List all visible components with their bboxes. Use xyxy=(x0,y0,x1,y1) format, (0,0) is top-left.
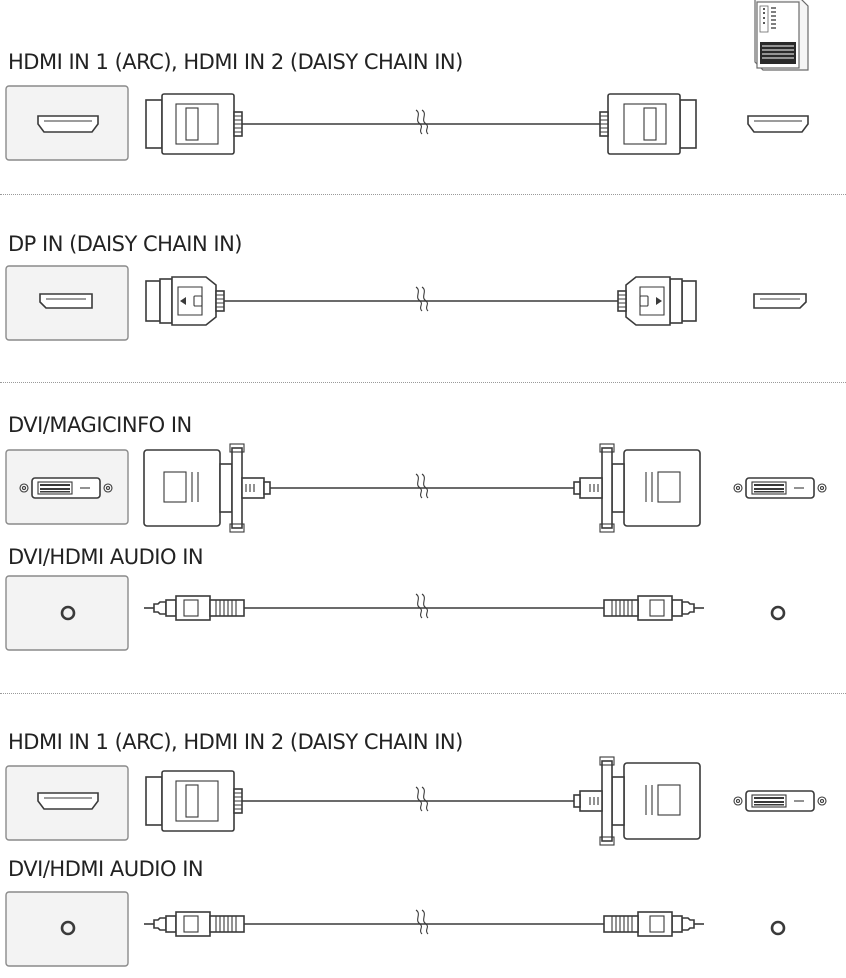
audio-jack-icon xyxy=(770,920,786,936)
dvi-plug-right-icon xyxy=(573,443,701,533)
section-label-dp: DP IN (DAISY CHAIN IN) xyxy=(8,232,242,256)
audio-plug-right-icon xyxy=(603,595,705,621)
divider-3 xyxy=(0,693,846,694)
dp-plug-right-icon xyxy=(617,276,697,326)
displayport-icon xyxy=(753,293,807,309)
dvi-port-icon xyxy=(733,477,827,499)
cable-break-icon xyxy=(415,473,429,499)
cable-break-icon xyxy=(415,909,429,935)
audio-jack-icon xyxy=(770,605,786,621)
displayport-icon xyxy=(39,293,93,309)
hdmi-port-icon xyxy=(37,115,99,133)
dvi-port-icon xyxy=(19,477,113,499)
audio-port-box-2 xyxy=(5,891,129,967)
audio-plug-right-icon xyxy=(603,911,705,937)
audio-plug-left-icon xyxy=(143,595,245,621)
hdmi-plug-left-icon xyxy=(145,770,243,832)
section-label-audio-1: DVI/HDMI AUDIO IN xyxy=(8,545,204,569)
audio-row-2 xyxy=(5,891,786,967)
hdmi-port-icon xyxy=(37,792,99,810)
dvi-plug-left-icon xyxy=(143,443,271,533)
section-label-audio-2: DVI/HDMI AUDIO IN xyxy=(8,857,204,881)
cable-break-icon xyxy=(415,593,429,619)
hdmi-port-icon xyxy=(747,115,809,133)
cable-break-icon xyxy=(415,786,429,812)
hdmi-row-1 xyxy=(5,85,809,161)
section-label-dvi: DVI/MAGICINFO IN xyxy=(8,413,192,437)
cable-break-icon xyxy=(415,109,429,135)
audio-port-box-1 xyxy=(5,575,129,651)
hdmi-plug-left-icon xyxy=(145,93,243,155)
audio-plug-left-icon xyxy=(143,911,245,937)
dvi-row xyxy=(5,443,827,533)
dvi-plug-right-icon xyxy=(573,756,701,846)
cable-break-icon xyxy=(415,286,429,312)
dp-row xyxy=(5,265,807,341)
section-label-hdmi-1: HDMI IN 1 (ARC), HDMI IN 2 (DAISY CHAIN … xyxy=(8,50,463,74)
hdmi-dvi-row xyxy=(5,756,827,846)
hdmi-plug-right-icon xyxy=(599,93,697,155)
audio-row-1 xyxy=(5,575,786,651)
dp-plug-left-icon xyxy=(145,276,225,326)
divider-2 xyxy=(0,382,846,383)
divider-1 xyxy=(0,194,846,195)
pc-tower-icon xyxy=(754,0,809,71)
dvi-port-icon xyxy=(733,790,827,812)
section-label-hdmi-2: HDMI IN 1 (ARC), HDMI IN 2 (DAISY CHAIN … xyxy=(8,730,463,754)
